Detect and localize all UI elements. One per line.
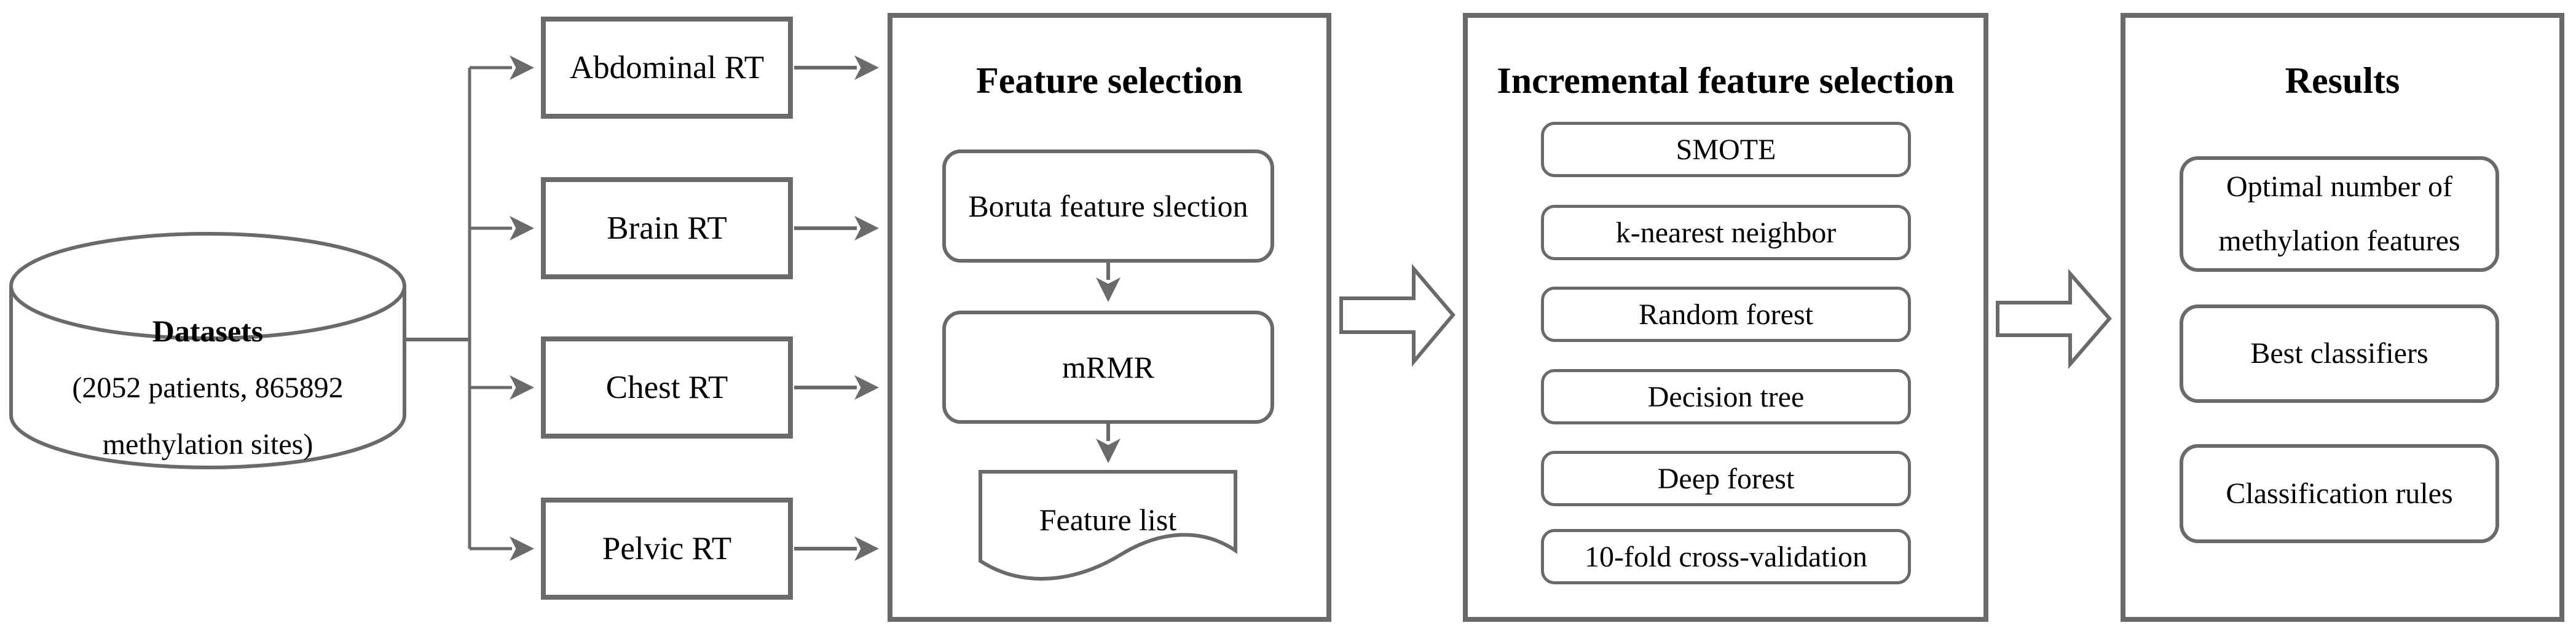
results-title: Results (2285, 60, 2400, 101)
results-panel (2121, 13, 2564, 622)
datasets-title: Datasets (152, 314, 264, 348)
cross-validation-label: 10-fold cross-validation (1585, 540, 1867, 573)
best-classifiers-box: Best classifiers (2180, 304, 2499, 403)
block-arrow-to-results (1996, 269, 2112, 370)
rt-box-chest: Chest RT (541, 336, 793, 439)
datasets-label: Datasets (2052 patients, 865892 methylat… (11, 303, 404, 472)
datasets-subtitle-line2: methylation sites) (102, 427, 313, 461)
boruta-step-box: Boruta feature slection (942, 149, 1274, 263)
incremental-feature-selection-title: Incremental feature selection (1497, 60, 1955, 101)
boruta-step-label: Boruta feature slection (968, 189, 1248, 223)
datasets-cylinder-shape (9, 232, 406, 469)
optimal-number-label: Optimal number of methylation features (2218, 170, 2460, 257)
mrmr-step-box: mRMR (942, 311, 1274, 424)
decision-tree-label: Decision tree (1647, 380, 1805, 413)
deep-forest-label: Deep forest (1657, 462, 1795, 495)
smote-box: SMOTE (1541, 122, 1911, 177)
rt-box-pelvic: Pelvic RT (541, 498, 793, 600)
knn-box: k-nearest neighbor (1541, 205, 1911, 260)
rt-box-abdominal-label: Abdominal RT (569, 50, 765, 85)
feature-list-label: Feature list (1039, 503, 1177, 537)
smote-label: SMOTE (1676, 133, 1776, 166)
block-arrow-to-incremental (1339, 263, 1455, 367)
datasets-subtitle-line1: (2052 patients, 865892 (72, 371, 344, 404)
knn-label: k-nearest neighbor (1615, 216, 1837, 249)
rt-box-brain-label: Brain RT (607, 210, 727, 246)
feature-selection-panel (888, 13, 1331, 622)
deep-forest-box: Deep forest (1541, 451, 1911, 506)
classification-rules-box: Classification rules (2180, 444, 2499, 543)
cross-validation-box: 10-fold cross-validation (1541, 529, 1911, 584)
classification-rules-label: Classification rules (2226, 477, 2453, 510)
incremental-feature-selection-panel (1463, 13, 1988, 622)
rt-box-brain: Brain RT (541, 177, 793, 279)
random-forest-box: Random forest (1541, 287, 1911, 342)
feature-list-document-shape (979, 470, 1237, 581)
feature-selection-title: Feature selection (976, 60, 1243, 101)
mrmr-step-label: mRMR (1062, 350, 1155, 384)
best-classifiers-label: Best classifiers (2250, 337, 2428, 370)
random-forest-label: Random forest (1639, 298, 1813, 331)
rt-box-abdominal: Abdominal RT (541, 17, 793, 119)
rt-box-pelvic-label: Pelvic RT (602, 531, 732, 566)
rt-box-chest-label: Chest RT (605, 370, 728, 405)
decision-tree-box: Decision tree (1541, 369, 1911, 424)
optimal-number-box: Optimal number of methylation features (2180, 156, 2499, 272)
